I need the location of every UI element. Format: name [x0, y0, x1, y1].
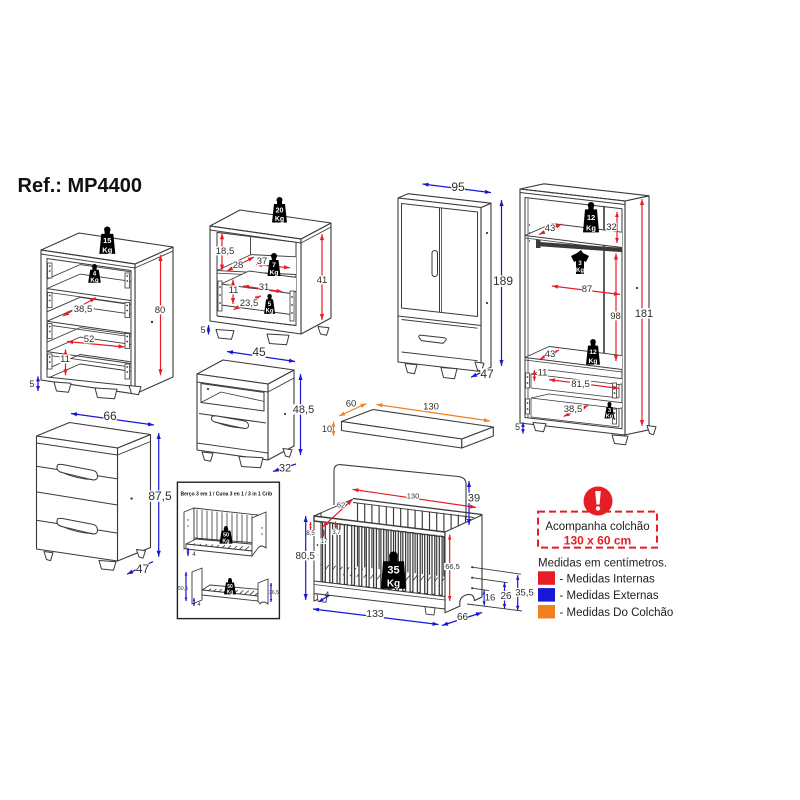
- svg-text:43: 43: [545, 349, 556, 360]
- svg-text:5: 5: [268, 302, 272, 308]
- svg-text:47: 47: [136, 562, 150, 576]
- svg-text:50: 50: [227, 584, 233, 590]
- svg-text:Kg: Kg: [227, 589, 234, 595]
- svg-text:38,5: 38,5: [74, 304, 93, 315]
- svg-text:Kg: Kg: [90, 277, 98, 284]
- svg-text:12: 12: [589, 349, 597, 356]
- svg-text:- Medidas Externas: - Medidas Externas: [560, 590, 659, 602]
- svg-text:35: 35: [387, 565, 399, 577]
- svg-text:95: 95: [451, 180, 465, 194]
- svg-text:- Medidas Internas: - Medidas Internas: [560, 573, 655, 585]
- svg-text:62: 62: [337, 501, 345, 510]
- svg-text:52: 52: [84, 334, 95, 345]
- svg-text:7: 7: [272, 262, 276, 269]
- svg-text:32: 32: [279, 463, 291, 475]
- svg-text:130 x 60 cm: 130 x 60 cm: [564, 534, 631, 548]
- svg-text:181: 181: [635, 308, 653, 320]
- svg-text:87: 87: [582, 284, 593, 295]
- svg-text:4: 4: [325, 590, 330, 600]
- svg-text:32: 32: [606, 222, 617, 233]
- svg-text:31: 31: [259, 282, 270, 293]
- svg-text:3: 3: [608, 408, 611, 414]
- svg-text:3,7: 3,7: [332, 530, 341, 536]
- svg-text:47: 47: [480, 367, 494, 381]
- svg-text:60: 60: [346, 399, 357, 410]
- svg-text:130: 130: [407, 492, 420, 501]
- svg-text:Kg: Kg: [606, 414, 613, 420]
- svg-text:Berço 3 em 1 / Cuna 3 en 1 / 3: Berço 3 em 1 / Cuna 3 en 1 / 3 in 1 Crib: [181, 492, 273, 498]
- svg-text:11: 11: [229, 285, 239, 296]
- svg-text:10: 10: [322, 424, 332, 434]
- svg-text:Medidas em centímetros.: Medidas em centímetros.: [538, 558, 667, 570]
- svg-text:37: 37: [257, 256, 268, 267]
- svg-text:Kg: Kg: [266, 309, 274, 315]
- svg-text:26: 26: [500, 591, 512, 602]
- svg-text:12: 12: [587, 213, 595, 222]
- svg-text:17: 17: [321, 539, 328, 545]
- svg-text:50: 50: [223, 533, 229, 539]
- svg-text:16: 16: [485, 593, 496, 604]
- svg-text:11: 11: [538, 368, 548, 379]
- svg-text:23,5: 23,5: [240, 298, 259, 309]
- svg-text:80,5: 80,5: [296, 551, 316, 562]
- svg-text:35,5: 35,5: [515, 588, 534, 599]
- svg-text:Kg: Kg: [588, 358, 597, 365]
- svg-text:81,5: 81,5: [571, 379, 590, 390]
- svg-text:3: 3: [578, 261, 582, 267]
- svg-text:133: 133: [366, 608, 384, 620]
- svg-text:39: 39: [468, 493, 480, 505]
- svg-text:Acompanha colchão: Acompanha colchão: [545, 521, 649, 533]
- svg-text:43: 43: [545, 223, 556, 234]
- svg-text:80: 80: [155, 305, 166, 316]
- svg-text:66: 66: [103, 409, 117, 423]
- svg-text:Kg: Kg: [586, 224, 596, 233]
- svg-text:5: 5: [200, 325, 205, 335]
- svg-text:41: 41: [317, 275, 328, 286]
- svg-text:18,5: 18,5: [216, 246, 235, 257]
- svg-text:87,5: 87,5: [148, 489, 172, 503]
- svg-text:15: 15: [103, 236, 111, 245]
- svg-text:Kg: Kg: [222, 539, 229, 545]
- svg-text:5: 5: [29, 379, 34, 389]
- svg-text:11: 11: [60, 354, 70, 365]
- svg-text:4: 4: [197, 602, 200, 608]
- svg-text:Ref.: MP4400: Ref.: MP4400: [18, 175, 143, 197]
- svg-text:4: 4: [192, 552, 196, 558]
- svg-text:Kg: Kg: [269, 270, 278, 277]
- svg-text:28: 28: [233, 260, 244, 271]
- svg-text:66: 66: [457, 612, 469, 623]
- svg-text:98: 98: [610, 311, 621, 322]
- svg-text:Kg: Kg: [102, 245, 112, 254]
- svg-text:38,5: 38,5: [564, 404, 583, 415]
- svg-text:4: 4: [93, 271, 97, 278]
- svg-text:50,5: 50,5: [178, 586, 188, 592]
- svg-text:8,5: 8,5: [306, 531, 315, 537]
- svg-text:48,5: 48,5: [293, 404, 314, 416]
- svg-text:Kg: Kg: [576, 268, 584, 274]
- svg-text:66,5: 66,5: [445, 562, 460, 571]
- svg-text:45: 45: [252, 345, 266, 359]
- svg-text:Kg: Kg: [275, 216, 284, 223]
- svg-text:- Medidas Do Colchão: - Medidas Do Colchão: [560, 607, 674, 619]
- svg-text:130: 130: [423, 402, 439, 413]
- svg-text:26,5: 26,5: [269, 590, 279, 596]
- svg-text:20: 20: [276, 207, 284, 214]
- svg-text:5: 5: [515, 422, 520, 432]
- svg-text:Kg: Kg: [387, 579, 400, 590]
- svg-text:189: 189: [493, 274, 513, 288]
